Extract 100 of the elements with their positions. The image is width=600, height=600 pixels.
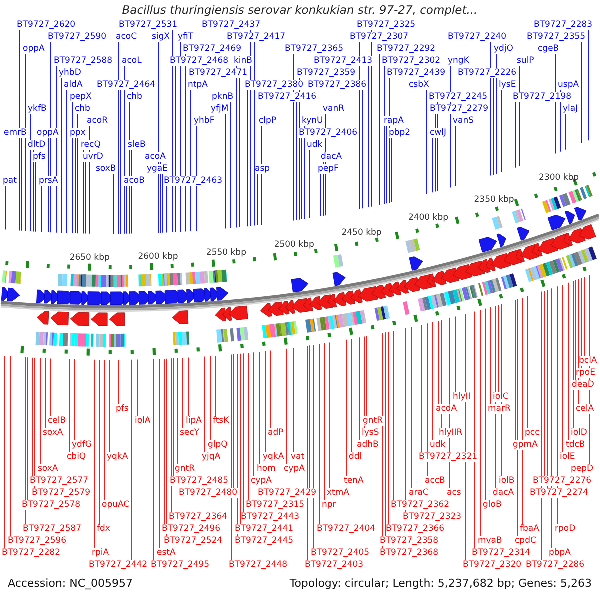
gene-label: BT9727_2439 bbox=[387, 68, 446, 78]
leader-line bbox=[210, 356, 211, 440]
gene-label: bclA bbox=[579, 356, 598, 366]
leader-line bbox=[248, 352, 249, 500]
gene-label: BT9727_2579 bbox=[32, 488, 91, 498]
gene-label: vat bbox=[291, 452, 305, 462]
gene-label: cpdC bbox=[515, 536, 536, 546]
gene-label: gntR bbox=[175, 464, 196, 474]
leader-line bbox=[177, 358, 178, 464]
leader-line bbox=[581, 278, 582, 368]
gene-label: glpQ bbox=[208, 440, 228, 450]
gene-label: BT9727_2596 bbox=[8, 536, 67, 546]
gene-label: hom bbox=[257, 464, 276, 474]
leader-line bbox=[557, 286, 558, 524]
gene-label: BT9727_2587 bbox=[23, 524, 82, 534]
gene-label: cbiQ bbox=[67, 452, 86, 462]
gene-label: yhbF bbox=[194, 116, 215, 126]
leader-line bbox=[250, 30, 252, 227]
gene-label: cypA bbox=[251, 476, 272, 486]
leader-line bbox=[196, 126, 197, 232]
leader-line bbox=[323, 162, 324, 216]
leader-line bbox=[215, 356, 216, 416]
leader-line bbox=[27, 357, 28, 500]
leader-line bbox=[259, 352, 260, 464]
gene-label: uvrD bbox=[83, 152, 104, 162]
gene-label: BT9727_2437 bbox=[202, 20, 261, 30]
scale-label: 2450 kbp bbox=[342, 228, 382, 238]
leader-line bbox=[324, 343, 325, 500]
gene-label: ydfG bbox=[72, 440, 92, 450]
gene-label: npr bbox=[322, 500, 336, 510]
leader-line bbox=[4, 356, 5, 548]
leader-line bbox=[45, 358, 46, 428]
gene-label: BT9727_2590 bbox=[48, 32, 107, 42]
gene-label: dacA bbox=[493, 488, 514, 498]
gene-label: BT9727_2320 bbox=[463, 560, 522, 570]
gene-label: BT9727_2578 bbox=[22, 500, 81, 510]
gene-label: BT9727_2366 bbox=[386, 524, 445, 534]
gene-label: yhbD bbox=[59, 68, 82, 78]
gene-label: iolA bbox=[135, 416, 151, 426]
leader-line bbox=[584, 276, 585, 356]
leader-line bbox=[69, 358, 70, 452]
leader-line bbox=[426, 90, 427, 195]
leader-line bbox=[441, 320, 442, 428]
leader-line bbox=[490, 306, 491, 404]
gene-label: pbp2 bbox=[389, 128, 411, 138]
gene-label: BT9727_2441 bbox=[235, 524, 294, 534]
leader-line bbox=[309, 150, 310, 219]
leader-line bbox=[286, 348, 287, 464]
gene-label: gntR bbox=[363, 416, 384, 426]
gene-label: oppA bbox=[23, 44, 45, 54]
gene-label: hlyII bbox=[453, 392, 471, 402]
leader-line bbox=[104, 360, 105, 500]
gene-label: xtmA bbox=[327, 488, 350, 498]
gene-label: acoR bbox=[87, 116, 108, 126]
leader-line bbox=[137, 359, 138, 416]
leader-line bbox=[366, 336, 368, 416]
leader-line bbox=[21, 138, 22, 232]
leader-line bbox=[204, 356, 205, 452]
genome-summary-text: Topology: circular; Length: 5,237,682 bp; Genes: 5,263 bbox=[290, 577, 592, 591]
leader-line bbox=[50, 358, 51, 416]
gene-label: ftsK bbox=[213, 416, 230, 426]
leader-line bbox=[162, 174, 164, 234]
leader-line bbox=[427, 323, 428, 476]
gene-label: gpmA bbox=[513, 440, 538, 450]
gene-label: marR bbox=[488, 404, 511, 414]
leader-line bbox=[30, 114, 31, 232]
gene-label: ygaE bbox=[147, 164, 168, 174]
leader-line bbox=[5, 186, 6, 230]
gene-label: cypA bbox=[284, 464, 305, 474]
leader-line bbox=[498, 304, 499, 392]
scale-label: 2550 kbp bbox=[206, 248, 246, 258]
leader-line bbox=[388, 332, 389, 524]
leader-line bbox=[48, 138, 49, 233]
leader-line bbox=[501, 304, 502, 476]
gene-label: pepX bbox=[70, 92, 92, 102]
leader-line bbox=[240, 353, 241, 524]
leader-line bbox=[85, 162, 86, 234]
leader-line bbox=[118, 42, 119, 234]
leader-line bbox=[379, 54, 380, 206]
gene-label: pepF bbox=[318, 164, 339, 174]
leader-line bbox=[465, 314, 466, 560]
gene-label: secY bbox=[180, 428, 200, 438]
gene-label: ylaJ bbox=[563, 104, 578, 114]
leader-line bbox=[421, 324, 422, 452]
leader-line bbox=[449, 318, 450, 488]
gene-label: BT9727_2365 bbox=[285, 44, 344, 54]
leader-line bbox=[35, 162, 36, 232]
leader-line bbox=[364, 336, 365, 428]
gene-label: BT9727_2325 bbox=[357, 20, 416, 30]
gene-label: BT9727_2368 bbox=[380, 548, 439, 558]
gene-label: adP bbox=[268, 428, 284, 438]
gene-label: yfiT bbox=[178, 32, 194, 42]
gene-label: yfjM bbox=[211, 104, 229, 114]
gene-label: BT9727_2588 bbox=[54, 56, 113, 66]
gene-label: celB bbox=[48, 416, 66, 426]
leader-line bbox=[432, 322, 433, 440]
leader-line bbox=[261, 126, 262, 226]
leader-line bbox=[124, 66, 125, 234]
gene-label: acs bbox=[447, 488, 462, 498]
gene-label: celA bbox=[576, 404, 594, 414]
